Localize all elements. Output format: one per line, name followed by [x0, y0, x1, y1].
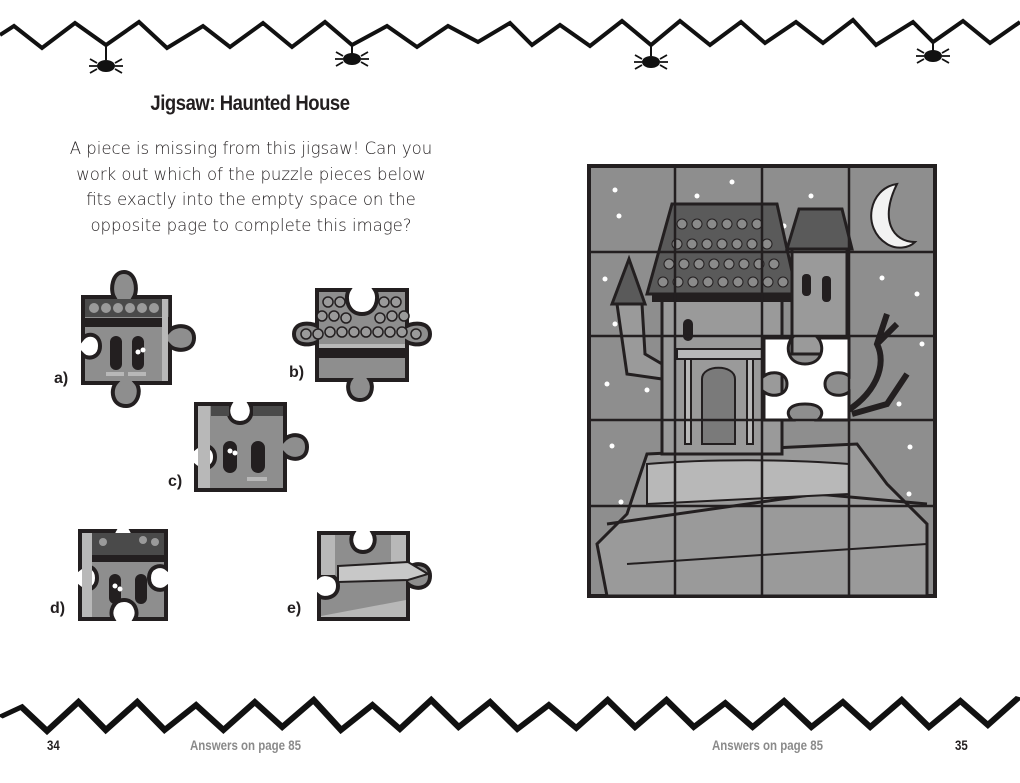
spider-icon: [634, 45, 668, 70]
bottom-zigzag-border: [0, 695, 1020, 736]
spider-icon: [335, 45, 369, 67]
page-number-left: 34: [47, 737, 60, 753]
page-number-right: 35: [955, 737, 968, 753]
option-a-label: a): [54, 370, 69, 387]
missing-piece-hole: [762, 336, 851, 422]
option-b-label: b): [289, 364, 305, 381]
puzzle-piece-b[interactable]: [292, 288, 432, 404]
page-title: Jigsaw: Haunted House: [150, 92, 350, 115]
puzzle-piece-a[interactable]: [76, 268, 201, 410]
top-zigzag-border: [0, 17, 1020, 74]
instructions-line: fits exactly into the empty space on the: [86, 190, 416, 209]
answers-note-right: Answers on page 85: [712, 737, 824, 753]
jigsaw-grid: [589, 166, 935, 596]
puzzle-piece-d[interactable]: [77, 528, 169, 622]
instructions-line: opposite page to complete this image?: [90, 215, 412, 235]
haunted-house-jigsaw: [587, 164, 937, 598]
option-c-label: c): [168, 473, 183, 490]
answers-note-left: Answers on page 85: [190, 737, 302, 753]
puzzle-piece-e[interactable]: [316, 530, 436, 622]
spider-icon: [916, 42, 950, 64]
option-e-label: e): [287, 600, 302, 617]
instructions-line: A piece is missing from this jigsaw! Can…: [69, 139, 433, 158]
option-d-label: d): [50, 600, 66, 617]
instructions-line: work out which of the puzzle pieces belo…: [76, 164, 426, 184]
spider-icon: [89, 45, 123, 74]
moon-icon: [870, 182, 918, 249]
puzzle-piece-c[interactable]: [193, 401, 313, 493]
instructions: A piece is missing from this jigsaw! Can…: [66, 136, 436, 238]
